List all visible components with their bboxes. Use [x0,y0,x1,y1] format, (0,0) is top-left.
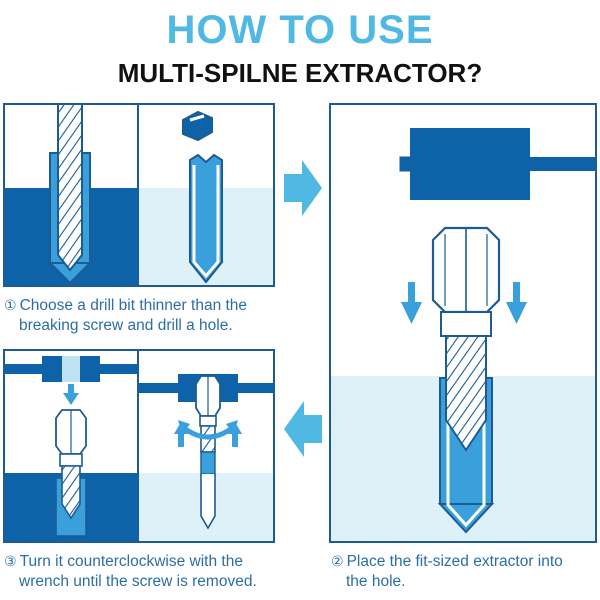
extractor-icon [55,409,87,520]
step3-line2: wrench until the screw is removed. [19,573,257,590]
arrow-down-icon [506,282,527,324]
step2-line2: the hole. [346,573,406,590]
drilled-screw [189,153,223,284]
wrench-icon [399,128,595,200]
step1-panel [3,103,275,287]
step2-number: ② [331,554,344,570]
step3-number: ③ [4,554,17,570]
drill-bit-icon [57,103,83,272]
arrow-down-icon [63,384,79,405]
arrow-down-icon [401,282,422,324]
step2-line1: Place the fit-sized extractor into [346,553,563,570]
page-subtitle: MULTI-SPILNE EXTRACTOR? [117,58,483,88]
step3-panel [3,349,275,543]
extractor-icon [431,226,501,452]
arrow-left-icon [284,401,322,457]
arrow-up-icon [228,422,242,447]
extractor-icon [195,375,221,530]
screw-fragment-icon [182,110,213,142]
arrow-right-icon [284,160,322,216]
page-title: HOW TO USE [166,8,434,52]
step3-line1: Turn it counterclockwise with the [19,553,243,570]
step1-line1: Choose a drill bit thinner than the [19,297,248,314]
arrow-up-icon [174,422,188,447]
step2-panel [329,103,597,543]
step1-line2: breaking screw and drill a hole. [19,317,233,334]
step1-number: ① [4,298,17,314]
